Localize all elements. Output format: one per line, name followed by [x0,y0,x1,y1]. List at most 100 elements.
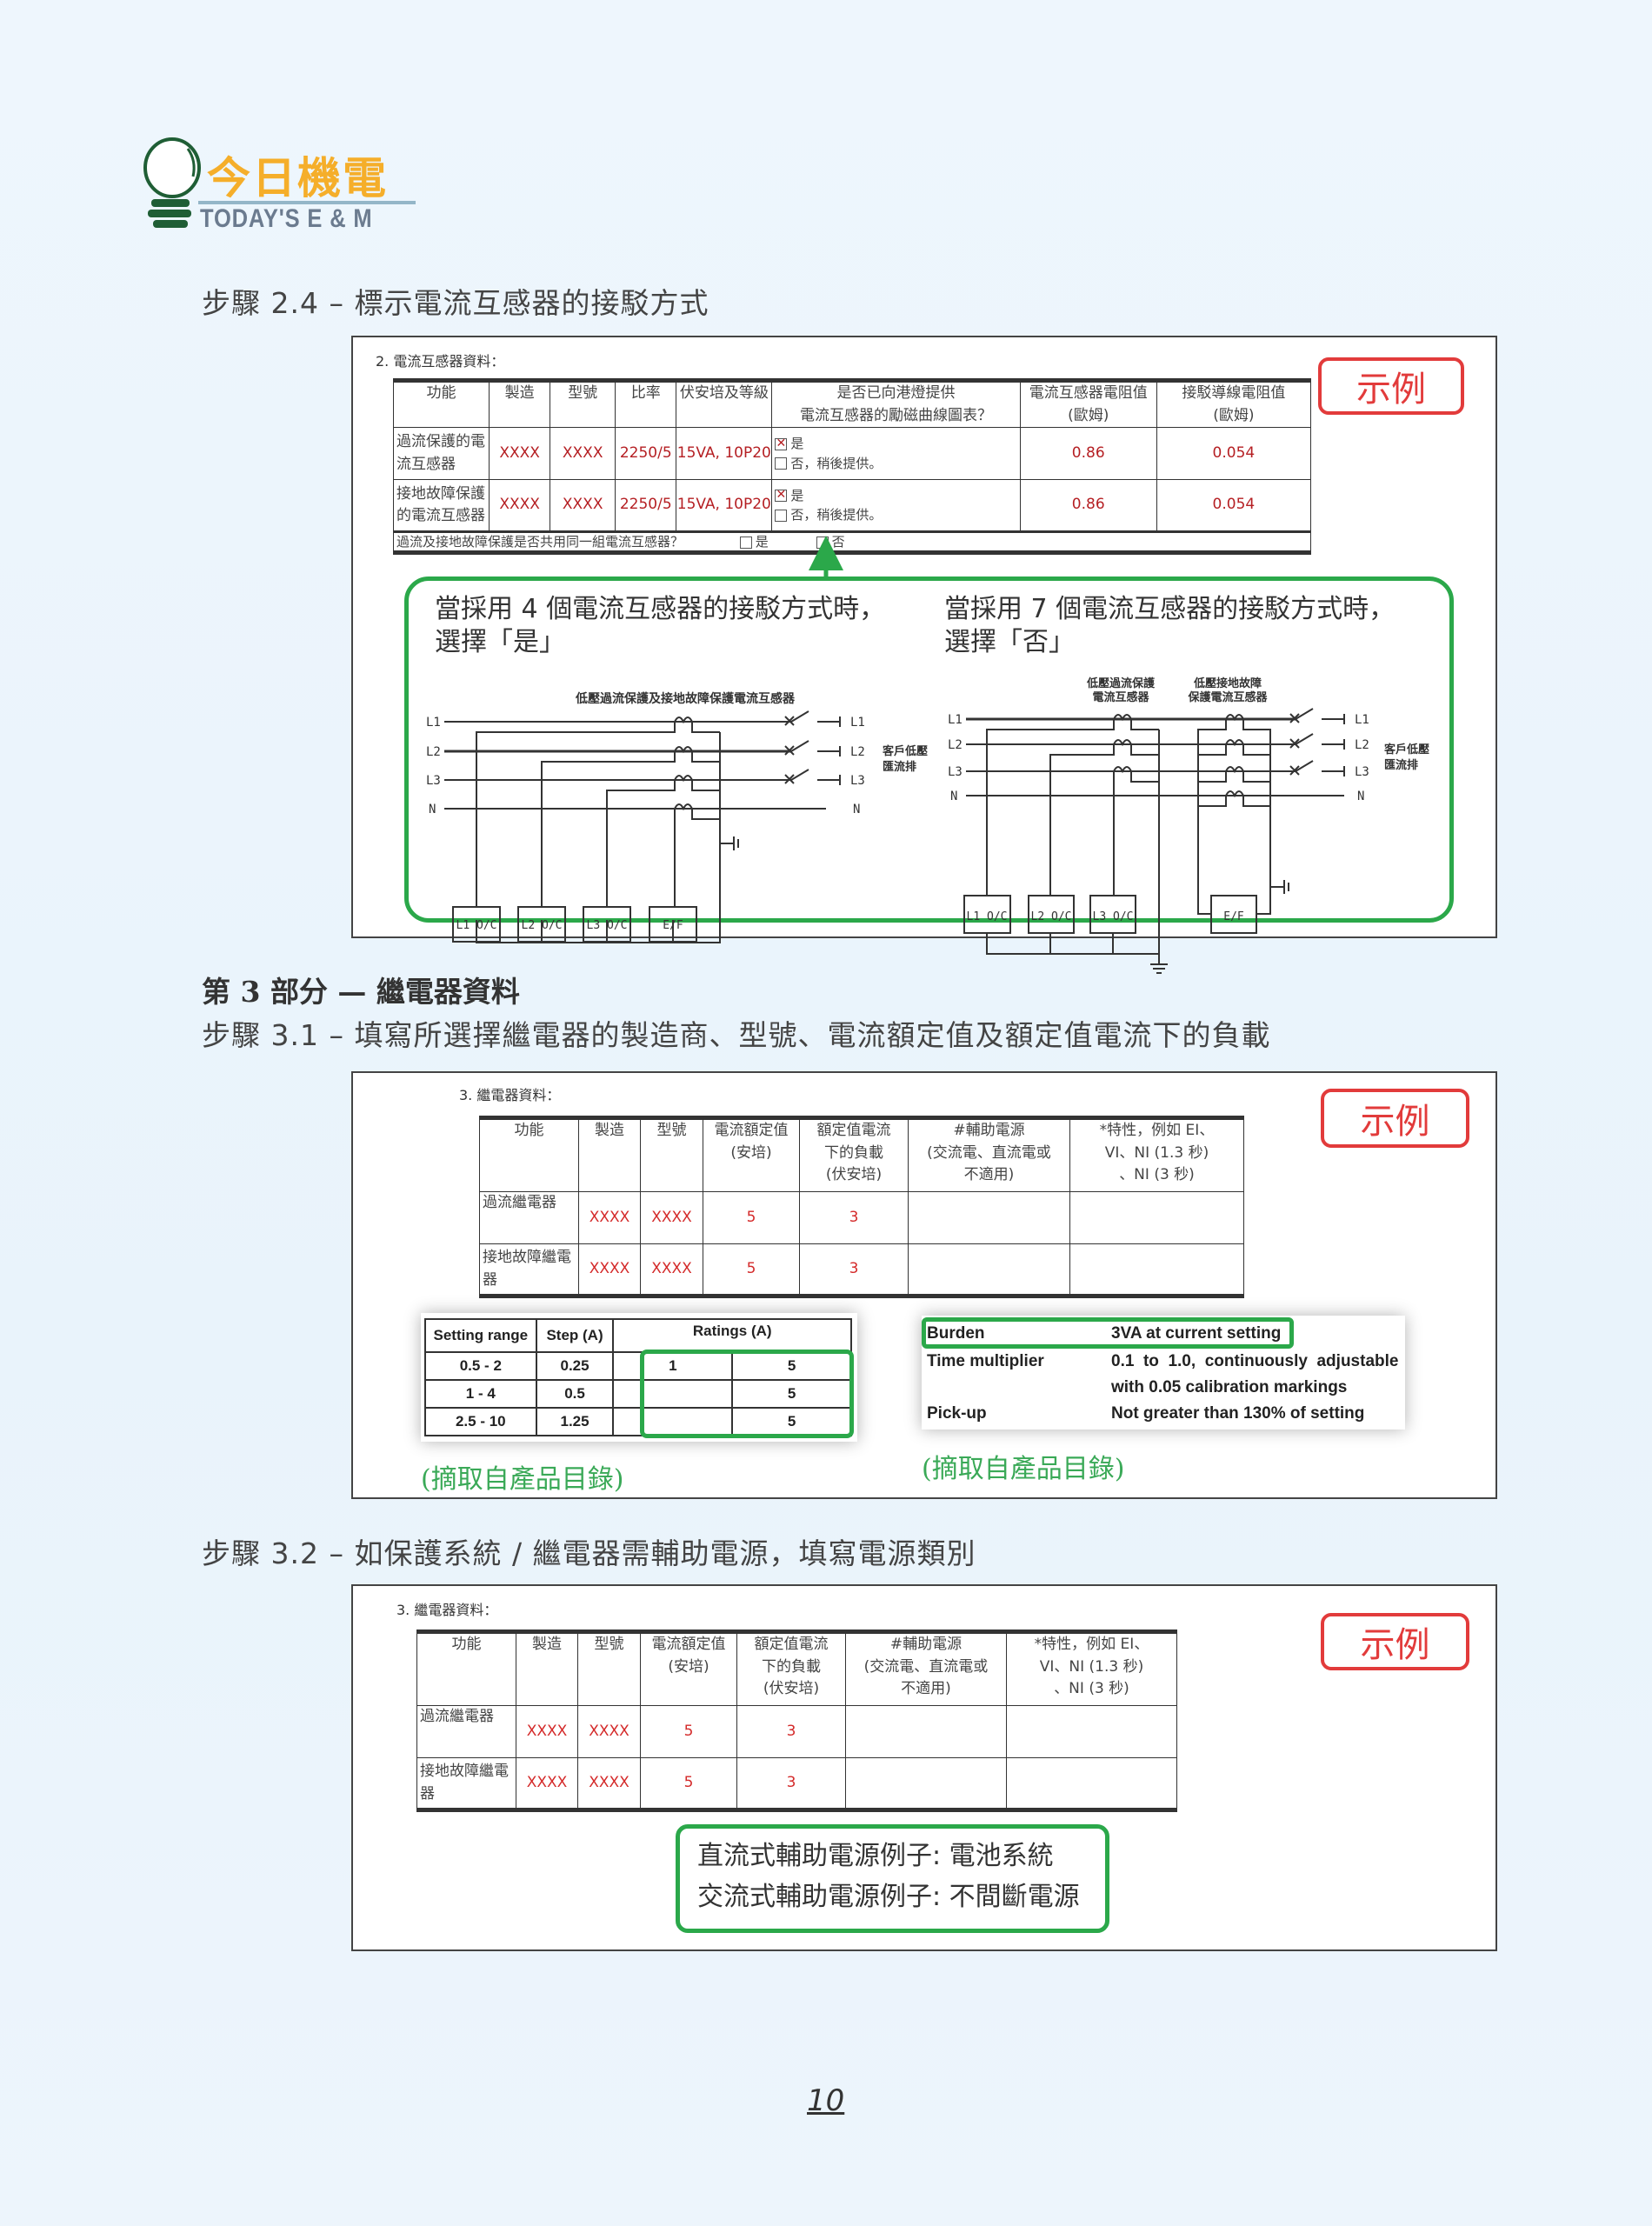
checkbox-icon[interactable] [775,457,788,470]
aux-supply-note: 直流式輔助電源例子: 電池系統 交流式輔助電源例子: 不間斷電源 [697,1836,1080,1917]
cell-lead-resistance: 0.054 [1156,427,1312,480]
time-multiplier-value-2: with 0.05 calibration markings [1111,1378,1348,1396]
cell-ratio: 2250/5 [615,479,677,532]
table-row: 接地故障保護的電流互感器 XXXX XXXX 2250/5 15VA, 10P2… [392,479,1312,532]
callout-right-text: 當採用 7 個電流互感器的接駁方式時， 選擇「否」 [944,593,1395,658]
cell-characteristic[interactable] [1006,1757,1177,1810]
step-3-1-heading: 步驟 3.1 – 填寫所選擇繼電器的製造商、型號、電流額定值及額定值電流下的負載 [202,1018,1271,1052]
cell-make: XXXX [578,1191,641,1244]
option-no[interactable]: 否，稍後提供。 [772,505,1019,525]
page-number: 10 [807,2083,845,2118]
ct-info-table: 功能 製造 型號 比率 伏安培及等級 是否已向港燈提供 電流互感器的勵磁曲線圖表… [392,378,1312,555]
col-burden: 額定值電流 下的負載 (伏安培) [736,1631,846,1706]
cell-burden: 3 [736,1757,846,1810]
option-no[interactable]: 否，稍後提供。 [772,454,1019,474]
cell-make: XXXX [489,427,551,480]
logo: 今日機電 TODAY'S E & M [139,135,417,235]
cell-burden: 3 [736,1705,846,1758]
checked-box-icon[interactable]: ✕ [775,436,788,450]
checkbox-icon[interactable] [775,509,788,522]
option-yes[interactable]: ✕是 [772,434,1019,454]
option-yes-label: 是 [790,487,804,503]
cell-aux-supply[interactable] [845,1757,1007,1810]
option-yes[interactable]: ✕是 [772,486,1019,506]
shared-no-label: 否 [831,534,845,550]
col-va-class: 伏安培及等級 [676,380,773,428]
cell-make: XXXX [516,1705,578,1758]
cell-characteristic[interactable] [1069,1191,1244,1244]
section-3-heading: 第 3 部分 — 繼電器資料 [202,975,520,1009]
cell-characteristic[interactable] [1069,1243,1244,1296]
callout-right-line-1: 當採用 7 個電流互感器的接駁方式時， [944,594,1396,624]
col-curve-provided: 是否已向港燈提供 電流互感器的勵磁曲線圖表？ [771,380,1021,428]
cell-aux-supply[interactable] [908,1243,1070,1296]
callout-left-text: 當採用 4 個電流互感器的接駁方式時， 選擇「是」 [435,593,885,658]
burden-label: Burden [927,1324,985,1343]
cell-ct-resistance: 0.86 [1019,427,1157,480]
logo-english: TODAY'S E & M [200,204,373,233]
catalog-caption: (摘取自產品目錄) [421,1464,624,1495]
col-lead-resistance: 接駁導線電阻值 (歐姆) [1156,380,1312,428]
col-model: 型號 [550,380,616,428]
cell [612,1379,734,1409]
cell: 0.25 [535,1351,615,1381]
table-row: 過流繼電器 XXXX XXXX 5 3 [479,1191,1244,1244]
ac-note: 交流式輔助電源例子: 不間斷電源 [697,1881,1080,1912]
relay-info-table: 功能 製造 型號 電流額定值 (安培) 額定值電流 下的負載 (伏安培) #輔助… [479,1116,1244,1298]
shared-yes-option[interactable]: 是 [739,534,769,550]
checkbox-icon[interactable] [816,536,829,549]
cell: 0.5 [535,1379,615,1409]
time-multiplier-label: Time multiplier [927,1352,1044,1370]
cell-rating: 5 [640,1705,737,1758]
callout-left-line-2: 選擇「是」 [435,626,565,657]
checkbox-icon[interactable] [739,536,752,549]
checked-box-icon[interactable]: ✕ [775,488,788,502]
cell-curve-provided: ✕是 否，稍後提供。 [771,427,1021,480]
cell-model: XXXX [550,427,616,480]
cell-ratio: 2250/5 [615,427,677,480]
cell-function: 過流繼電器 [416,1705,516,1758]
col-ratings: Ratings (A) [612,1318,852,1353]
shared-no-option[interactable]: 否 [816,534,845,550]
burden-value: 3VA at current setting [1111,1324,1282,1343]
cell-function: 接地故障繼電器 [416,1757,516,1810]
col-setting-range: Setting range [424,1318,537,1353]
relay-section-label: 3. 繼電器資料： [459,1087,561,1103]
cell-aux-supply[interactable] [908,1191,1070,1244]
cell-model: XXXX [577,1705,641,1758]
cell-function: 過流保護的電流互感器 [392,427,490,480]
cell-function: 過流繼電器 [479,1191,579,1244]
example-stamp: 示例 [1318,357,1464,415]
dc-note: 直流式輔助電源例子: 電池系統 [697,1841,1054,1871]
col-aux-supply: #輔助電源 (交流電、直流電或 不適用) [845,1631,1007,1706]
cell-model: XXXX [550,479,616,532]
aux-supply-note-box [676,1824,1109,1933]
cell-characteristic[interactable] [1006,1705,1177,1758]
cell-ct-resistance: 0.86 [1019,479,1157,532]
shared-ct-row: 過流及接地故障保護是否共用同一組電流互感器？ 是 否 [393,530,1311,553]
cell-aux-supply[interactable] [845,1705,1007,1758]
col-make: 製造 [516,1631,578,1706]
cell: 2.5 - 10 [424,1407,537,1436]
col-ct-resistance: 電流互感器電阻值 (歐姆) [1019,380,1157,428]
col-rating: 電流額定值 (安培) [703,1117,800,1192]
catalog-burden-excerpt: Burden 3VA at current setting Time multi… [922,1316,1405,1430]
lightbulb-icon [143,137,201,228]
ct-callout-box [404,576,1454,923]
col-function: 功能 [392,380,490,428]
cell-burden: 3 [799,1191,909,1244]
cell-make: XXXX [578,1243,641,1296]
col-make: 製造 [578,1117,641,1192]
logo-divider [198,201,416,204]
step-2-4-heading: 步驟 2.4 – 標示電流互感器的接駁方式 [202,286,709,320]
col-characteristic: *特性，例如 EI、 VI、NI (1.3 秒) 、NI (3 秒) [1006,1631,1177,1706]
table-row: 接地故障繼電器 XXXX XXXX 5 3 [479,1243,1244,1296]
col-burden: 額定值電流 下的負載 (伏安培) [799,1117,909,1192]
example-stamp: 示例 [1321,1089,1469,1148]
relay-info-table-2: 功能 製造 型號 電流額定值 (安培) 額定值電流 下的負載 (伏安培) #輔助… [416,1630,1177,1812]
shared-ct-question: 過流及接地故障保護是否共用同一組電流互感器？ [396,534,684,550]
table-row: 接地故障繼電器 XXXX XXXX 5 3 [416,1757,1177,1810]
